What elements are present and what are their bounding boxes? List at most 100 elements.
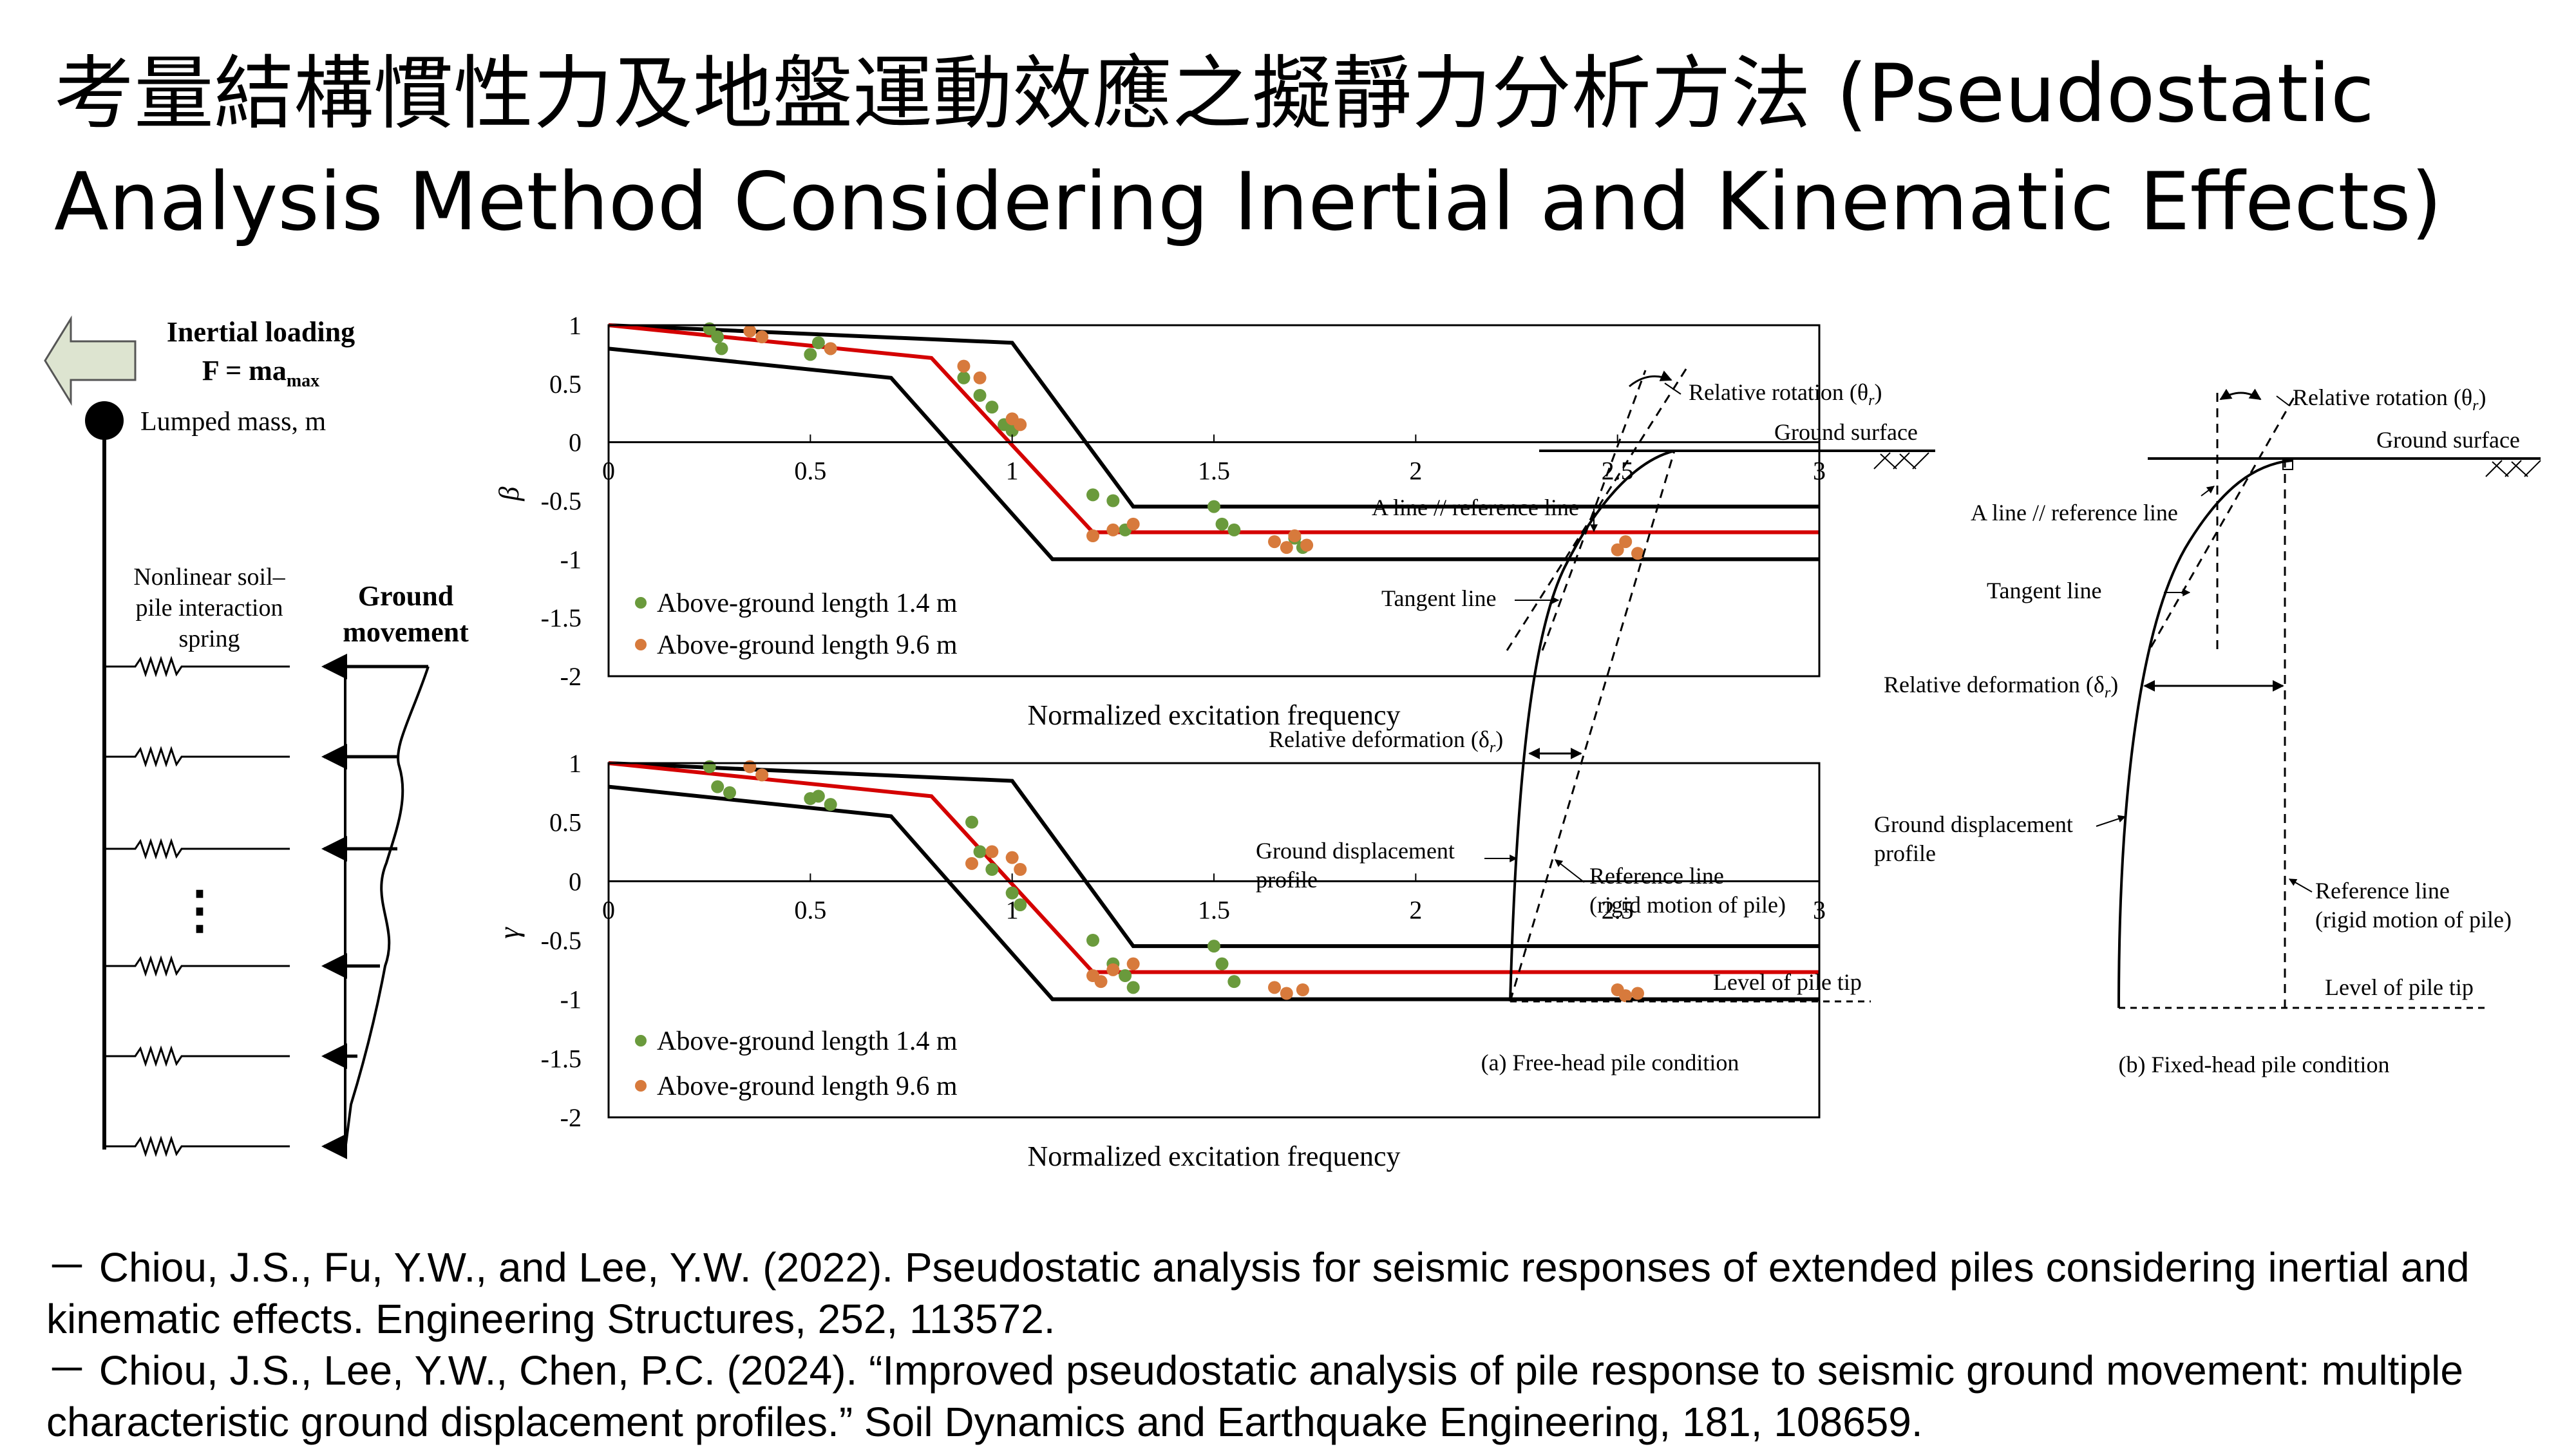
y-tick-label: 0.5	[549, 370, 582, 399]
ground-disp-label-a-2: profile	[1256, 867, 1318, 893]
x-tick-label: 0.5	[794, 895, 826, 924]
relative-deformation-label-a: Relative deformation (δr)	[1269, 726, 1503, 756]
ground-hatch-b	[2485, 460, 2541, 477]
legend-marker-2	[635, 639, 647, 650]
y-tick-label: -1.5	[541, 603, 582, 632]
x-tick-label: 1.5	[1198, 457, 1230, 486]
spring-4	[104, 955, 290, 977]
tangent-line-label-b: Tangent line	[1987, 578, 2101, 603]
data-point-series-2	[1280, 987, 1293, 1000]
spring-dots: ⋮	[174, 882, 225, 939]
tangent-line-label-a: Tangent line	[1381, 585, 1496, 611]
envelope-upper	[608, 323, 1819, 509]
data-point-series-2	[743, 325, 757, 338]
references: － Chiou, J.S., Fu, Y.W., and Lee, Y.W. (…	[46, 1242, 2545, 1448]
data-point-series-2	[1619, 989, 1633, 1003]
data-point-series-1	[985, 401, 999, 414]
a-line-label-a: A line // reference line	[1372, 495, 1579, 520]
data-point-series-1	[957, 371, 971, 384]
data-point-series-2	[1296, 983, 1309, 996]
data-point-series-1	[824, 798, 837, 811]
reference-2: － Chiou, J.S., Lee, Y.W., Chen, P.C. (20…	[46, 1347, 2463, 1445]
y-tick-label: 1	[569, 749, 582, 778]
data-point-series-2	[755, 330, 769, 344]
spring-1	[104, 656, 290, 677]
reference-line-label-b-2: (rigid motion of pile)	[2315, 907, 2512, 933]
plot-frame	[607, 762, 1821, 1119]
caption-a: (a) Free-head pile condition	[1481, 1050, 1739, 1075]
legend-marker-1	[635, 597, 647, 609]
data-point-series-2	[985, 845, 999, 858]
data-point-series-2	[1611, 543, 1624, 556]
data-point-series-2	[1106, 523, 1120, 536]
data-point-series-1	[1086, 488, 1099, 502]
relative-deformation-sub-a: r	[1490, 739, 1496, 756]
x-tick-label: 0.5	[794, 457, 826, 486]
y-tick-label: 0.5	[549, 808, 582, 837]
data-point-series-1	[1106, 494, 1120, 507]
fixed-head-marker	[2282, 459, 2293, 470]
pile-model: Inertial loading F = mamax Lumped mass, …	[44, 315, 469, 1159]
force-label-sub: max	[287, 371, 319, 391]
relative-deformation-text-a: Relative deformation (δ	[1269, 726, 1490, 752]
data-point-series-2	[1280, 541, 1293, 554]
data-point-series-2	[1086, 529, 1099, 542]
data-point-series-1	[973, 389, 987, 402]
relative-rotation-close-b: )	[2479, 384, 2486, 410]
reference-pointer-a	[1555, 859, 1585, 883]
data-point-series-2	[957, 359, 971, 373]
ground-movement-label-2: movement	[343, 616, 469, 648]
y-tick-label: -0.5	[541, 926, 582, 955]
y-tick-label: -1	[560, 545, 582, 574]
rotation-pointer-a	[1664, 383, 1681, 395]
data-point-series-1	[965, 815, 978, 829]
y-tick-label: -0.5	[541, 487, 582, 516]
data-point-series-2	[755, 768, 769, 782]
inertial-loading-label: Inertial loading	[167, 316, 355, 348]
legend-marker-2	[635, 1080, 647, 1092]
data-point-series-1	[1215, 957, 1229, 971]
data-point-series-2	[1126, 517, 1140, 531]
force-label: F = mamax	[202, 355, 319, 391]
spring-2	[104, 746, 290, 768]
spring-label-3: spring	[179, 625, 240, 652]
data-point-series-2	[1619, 535, 1633, 549]
x-tick-label: 2	[1409, 895, 1422, 924]
data-point-series-2	[973, 371, 987, 384]
force-label-main: F = ma	[202, 355, 287, 386]
tangent-line-a	[1506, 366, 1689, 651]
data-point-series-2	[1631, 987, 1644, 1000]
relative-deformation-sub-b: r	[2105, 685, 2111, 701]
data-point-series-1	[1005, 886, 1019, 900]
legend-marker-1	[635, 1035, 647, 1046]
data-point-series-1	[811, 790, 825, 803]
data-point-series-2	[1631, 547, 1644, 560]
data-point-series-1	[1227, 523, 1241, 536]
ground-surface-label-a: Ground surface	[1774, 419, 1918, 445]
data-point-series-2	[1300, 538, 1314, 552]
rotation-arc-a	[1629, 370, 1672, 388]
data-point-series-1	[985, 863, 999, 876]
data-point-series-2	[824, 342, 837, 355]
x-tick-label: 2.5	[1602, 895, 1634, 924]
relative-deformation-close-a: )	[1495, 726, 1503, 752]
reference-line-label-a-2: (rigid motion of pile)	[1589, 892, 1786, 918]
lumped-mass-label: Lumped mass, m	[140, 407, 326, 437]
inertial-load-arrow	[44, 315, 137, 406]
data-point-series-1	[1215, 517, 1229, 531]
data-point-series-1	[1208, 500, 1220, 513]
ground-disp-label-a-1: Ground displacement	[1256, 838, 1455, 864]
data-point-series-1	[811, 336, 825, 350]
ground-disp-label-b-2: profile	[1874, 840, 1936, 866]
spring-3	[104, 838, 290, 860]
data-point-series-1	[711, 330, 724, 344]
y-tick-label: 0	[569, 428, 582, 457]
x-axis-label: Normalized excitation frequency	[1027, 1141, 1400, 1172]
envelope-upper	[608, 761, 1819, 949]
data-point-series-2	[1106, 963, 1120, 976]
data-point-series-2	[965, 857, 978, 870]
envelope-lower	[608, 346, 1819, 562]
x-tick-label: 2	[1409, 457, 1422, 486]
